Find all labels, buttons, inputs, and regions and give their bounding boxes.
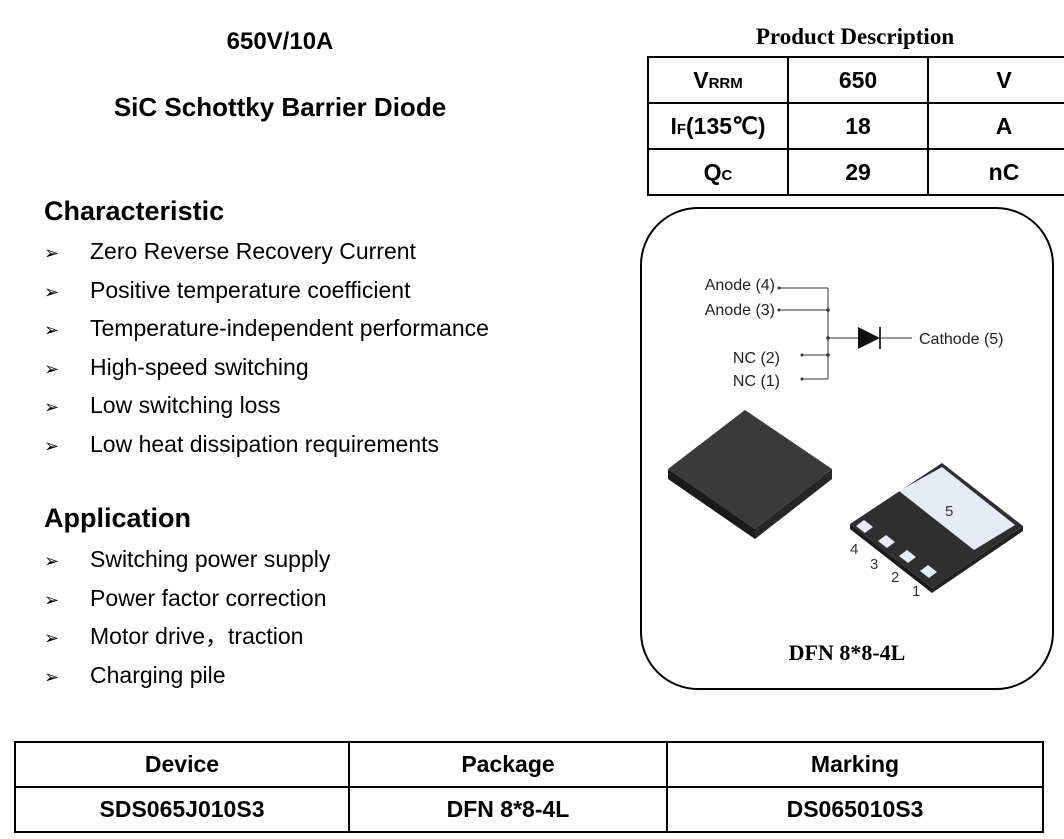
application-list: ➢Switching power supply ➢Power factor co… [44,540,330,694]
characteristic-list: ➢Zero Reverse Recovery Current ➢Positive… [44,232,489,463]
bullet-icon: ➢ [44,320,60,340]
column-header: Device [14,741,350,788]
diode-symbol-icon [858,327,880,349]
characteristic-heading: Characteristic [44,196,225,226]
thermal-pad [899,467,1015,550]
rating-title: 650V/10A [226,28,334,55]
package-top-view [668,410,832,539]
package-bottom-view: 5 4 3 2 1 [850,463,1023,600]
list-item: ➢Zero Reverse Recovery Current [44,232,489,271]
pad-number: 2 [891,569,899,586]
marking-cell: DS065010S3 [666,786,1044,833]
table-row: QC 29 nC [647,148,1064,196]
application-heading: Application [44,503,191,533]
bullet-icon: ➢ [44,628,60,648]
device-cell: SDS065J010S3 [14,786,350,833]
bullet-icon: ➢ [44,435,60,456]
package-cell: DFN 8*8-4L [348,786,668,833]
device-type-title: SiC Schottky Barrier Diode [113,92,447,122]
schematic-diagram: Anode (4) Anode (3) NC (2) NC (1) Cathod… [705,277,1004,390]
package-diagram-frame [640,207,1054,690]
list-item: ➢Switching power supply [44,540,330,579]
bullet-icon: ➢ [44,397,60,417]
bullet-icon: ➢ [44,281,60,302]
value-cell: 18 [787,102,929,150]
list-item: ➢Low switching loss [44,386,489,425]
symbol-cell: VRRM [647,56,789,104]
value-cell: 650 [787,56,929,104]
list-item: ➢Temperature-independent performance [44,309,489,348]
pad-number: 1 [912,583,920,600]
product-description-title: Product Description [755,24,955,49]
table-row: SDS065J010S3 DFN 8*8-4L DS065010S3 [14,786,1044,833]
symbol-cell: IF(135℃) [647,102,789,150]
list-item: ➢Power factor correction [44,579,330,618]
list-item: ➢Charging pile [44,656,330,695]
product-description-table: VRRM 650 V IF(135℃) 18 A QC 29 nC [647,56,1064,196]
unit-cell: nC [927,148,1064,196]
pad-number: 4 [850,541,858,558]
pin-label: Anode (4) [705,277,775,294]
unit-cell: A [927,102,1064,150]
bullet-icon: ➢ [44,358,60,379]
pin-label: NC (2) [733,350,780,367]
table-row: VRRM 650 V [647,56,1064,104]
list-item: ➢High-speed switching [44,348,489,387]
pin-label: Anode (3) [705,302,775,319]
table-row: IF(135℃) 18 A [647,102,1064,150]
package-pinout-diagram: Anode (4) Anode (3) NC (2) NC (1) Cathod… [668,277,1023,600]
column-header: Package [348,741,668,788]
pad-number: 5 [945,503,953,520]
unit-cell: V [927,56,1064,104]
column-header: Marking [666,741,1044,788]
package-label: DFN 8*8-4L [788,640,906,665]
value-cell: 29 [787,148,929,196]
ordering-table: Device Package Marking SDS065J010S3 DFN … [14,741,1044,833]
symbol-cell: QC [647,148,789,196]
bullet-icon: ➢ [44,243,60,263]
pin-label: NC (1) [733,373,780,390]
bullet-icon: ➢ [44,589,60,610]
list-item: ➢Motor drive，traction [44,617,330,656]
table-header-row: Device Package Marking [14,741,1044,788]
pin-label: Cathode (5) [919,331,1004,348]
bullet-icon: ➢ [44,666,60,687]
list-item: ➢Positive temperature coefficient [44,271,489,310]
list-item: ➢Low heat dissipation requirements [44,425,489,464]
pad-number: 3 [870,556,878,573]
bullet-icon: ➢ [44,551,60,571]
